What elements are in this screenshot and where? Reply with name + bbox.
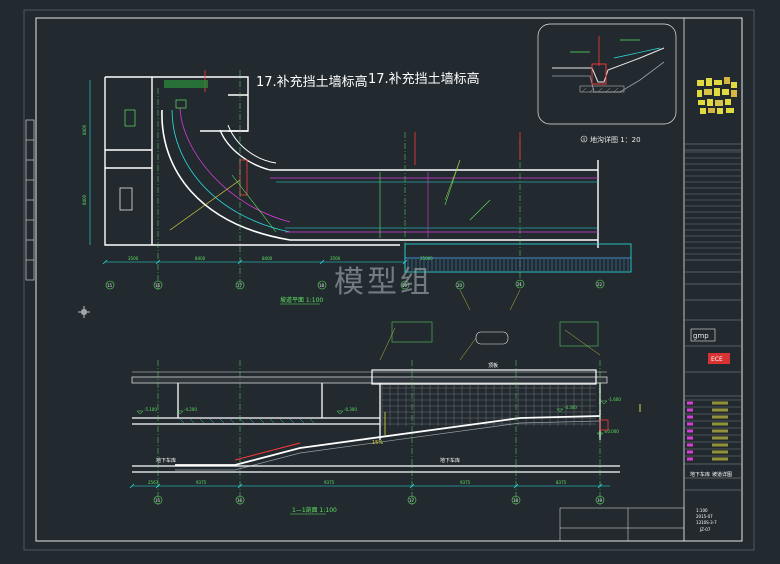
level-mark-1: -5.100 bbox=[136, 407, 157, 415]
section-axis-bubble-16: 16 bbox=[235, 495, 245, 505]
section-axis-bubble-15: 15 bbox=[153, 495, 163, 505]
section-ramp-top: 顶板 bbox=[488, 362, 498, 369]
svg-text:16: 16 bbox=[237, 498, 243, 503]
logo-text: gmp bbox=[693, 332, 709, 340]
plan-axis-bubble-20: 20 bbox=[455, 280, 465, 290]
section-axis-bubble-18: 18 bbox=[511, 495, 521, 505]
bottom-strip bbox=[559, 507, 685, 542]
svg-text:18: 18 bbox=[319, 283, 325, 288]
level-mark-2: -4.200 bbox=[176, 407, 197, 415]
sheet-title: 坡道详图 bbox=[712, 471, 732, 478]
svg-text:19: 19 bbox=[597, 498, 603, 503]
annotation-note-1: 17.补充挡土墙标高 bbox=[256, 74, 368, 90]
svg-text:±0.000: ±0.000 bbox=[604, 429, 619, 434]
watermark: 模型组 bbox=[334, 265, 433, 300]
svg-text:-1.600: -1.600 bbox=[608, 397, 621, 402]
level-mark-3: -0.300 bbox=[336, 407, 357, 415]
svg-text:18: 18 bbox=[513, 498, 519, 503]
section-title: 1—1剖面 1:100 bbox=[292, 506, 337, 514]
annotation-note-2: 17.补充挡土墙标高 bbox=[368, 71, 480, 87]
section-dim-5: 8375 bbox=[556, 480, 567, 485]
section-dim-2: 9375 bbox=[196, 480, 207, 485]
plan-dim-4: 3500 bbox=[330, 256, 341, 261]
plan-axis-bubble-17: 17 bbox=[235, 280, 245, 290]
sheet-code: JZ-07 bbox=[699, 527, 711, 532]
section-hall-right: 地下车库 bbox=[440, 457, 460, 464]
date-value: 2015-07 bbox=[696, 514, 713, 519]
svg-text:ECE: ECE bbox=[711, 356, 723, 363]
section-dim-3: 9375 bbox=[324, 480, 335, 485]
scale-value: 1:100 bbox=[696, 508, 708, 513]
plan-dim-1: 3500 bbox=[128, 256, 139, 261]
plan-vert-dim-2: 8400 bbox=[82, 194, 87, 205]
detail-marker: 4 bbox=[583, 137, 586, 142]
ramp-plan: 3500 8400 8400 3500 35000 8400 8400 15 16 17 18… bbox=[82, 70, 632, 305]
section-dim-1: 2567 bbox=[148, 480, 159, 485]
plan-axis-bubble-18: 18 bbox=[317, 280, 327, 290]
svg-text:-4.300: -4.300 bbox=[564, 405, 577, 410]
level-mark-4: -4.300 bbox=[556, 405, 577, 413]
svg-text:15: 15 bbox=[107, 283, 113, 288]
plan-axis-bubble-15: 15 bbox=[105, 280, 115, 290]
svg-text:-4.200: -4.200 bbox=[184, 407, 197, 412]
svg-text:17: 17 bbox=[409, 498, 415, 503]
ramp-section: 地下车库 地下车库 顶板 15% -5.100 -4.200 -0.300 -4.30… bbox=[129, 360, 641, 515]
plan-axis-bubble-22: 22 bbox=[595, 279, 605, 289]
svg-text:21: 21 bbox=[517, 282, 523, 287]
left-margin-ticks bbox=[25, 119, 35, 281]
svg-text:19: 19 bbox=[402, 283, 408, 288]
title-block: gmp ECE 地下车库 坡道详图 1:100 2015-07 1310S-3-… bbox=[683, 18, 742, 541]
svg-text:22: 22 bbox=[597, 282, 603, 287]
sheet-border bbox=[35, 17, 743, 542]
key-plan-map bbox=[697, 77, 737, 114]
plan-title: 坡道平面 1:100 bbox=[280, 296, 323, 304]
project-name: 地下车库 bbox=[690, 471, 710, 478]
gmp-logo: gmp bbox=[690, 328, 716, 342]
trench-detail: 4 地沟详图 1：20 bbox=[537, 23, 677, 144]
drawing-number: 1310S-3-7 bbox=[696, 520, 717, 525]
plan-axis-bubble-16: 16 bbox=[153, 280, 163, 290]
svg-text:-5.100: -5.100 bbox=[144, 407, 157, 412]
plan-axis-bubble-21: 21 bbox=[515, 279, 525, 289]
svg-text:17: 17 bbox=[237, 283, 243, 288]
section-axis-bubble-19: 19 bbox=[595, 495, 605, 505]
svg-text:20: 20 bbox=[457, 283, 463, 288]
company-seal: ECE bbox=[708, 353, 730, 364]
section-slope: 15% bbox=[372, 440, 383, 446]
cad-crosshair bbox=[78, 306, 90, 318]
level-mark-5: -1.600 bbox=[600, 397, 621, 405]
plan-dim-2: 8400 bbox=[195, 256, 206, 261]
plan-dim-5: 35000 bbox=[420, 256, 433, 261]
section-axis-bubble-17: 17 bbox=[407, 495, 417, 505]
section-dim-4: 9375 bbox=[460, 480, 471, 485]
callouts bbox=[379, 159, 601, 361]
section-hall-left: 地下车库 bbox=[156, 457, 176, 464]
svg-text:15: 15 bbox=[155, 498, 161, 503]
plan-axis-bubble-19: 19 bbox=[400, 280, 410, 290]
level-mark-6: ±0.000 bbox=[596, 429, 619, 437]
plan-vert-dim-1: 8400 bbox=[82, 124, 87, 135]
svg-text:16: 16 bbox=[155, 283, 161, 288]
svg-text:-0.300: -0.300 bbox=[344, 407, 357, 412]
plan-dim-3: 8400 bbox=[262, 256, 273, 261]
detail-title: 地沟详图 1：20 bbox=[590, 135, 641, 144]
